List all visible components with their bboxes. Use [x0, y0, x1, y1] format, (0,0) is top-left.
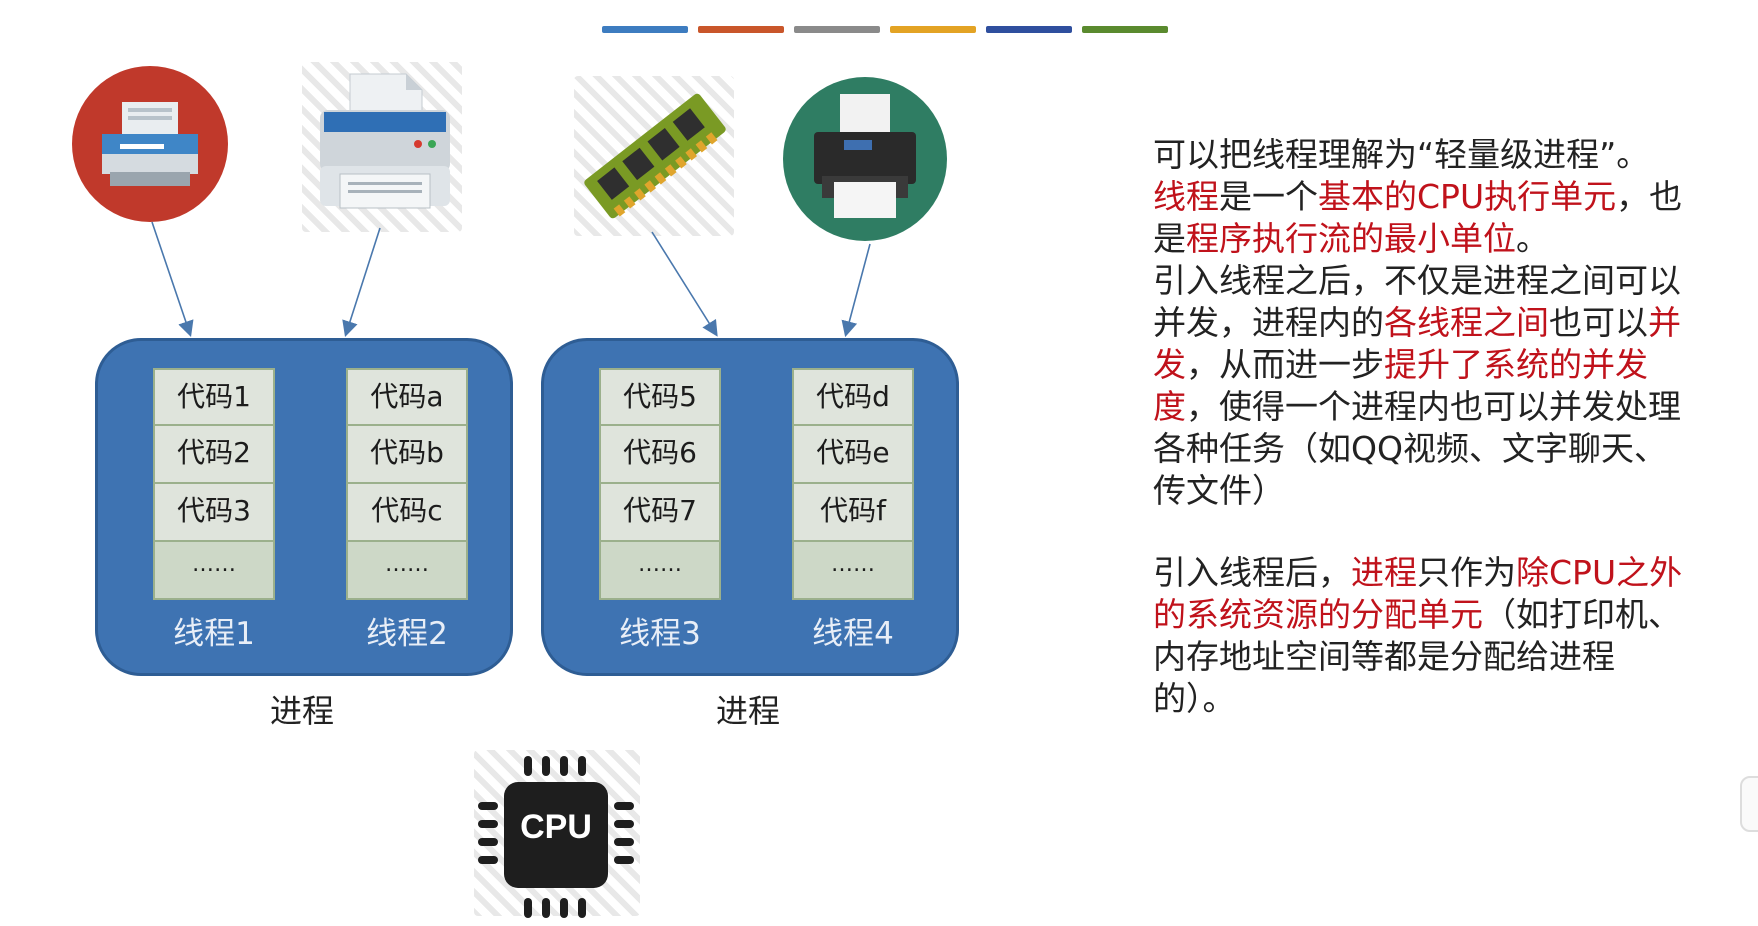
process-label-1: 进程: [270, 692, 335, 730]
process-label-2: 进程: [716, 692, 781, 730]
thread-2: 代码a 代码b 代码c …… 线程2: [346, 368, 468, 653]
top-bar-5: [986, 26, 1072, 33]
paragraph-concurrency: 引入线程之后，不仅是进程之间可以并发，进程内的各线程之间也可以并发，从而进一步提…: [1153, 260, 1693, 512]
code-cell: 代码a: [346, 368, 468, 426]
cpu-chip-icon: CPU: [476, 752, 646, 926]
code-cell: 代码e: [792, 426, 914, 484]
top-bar-3: [794, 26, 880, 33]
highlighted-text: 除CPU之外的系统资源的分配单元: [1153, 553, 1683, 634]
thread-label: 线程4: [812, 616, 894, 652]
highlighted-text: 线程: [1153, 177, 1219, 216]
thread-label: 线程1: [173, 616, 255, 652]
memory-module-icon: [570, 76, 740, 236]
body-text: ，从而进一步: [1186, 345, 1384, 384]
edge-tab[interactable]: [1740, 776, 1758, 832]
code-cell-ellipsis: ……: [346, 542, 468, 600]
thread-4: 代码d 代码e 代码f …… 线程4: [792, 368, 914, 653]
body-text: 只作为: [1417, 553, 1516, 592]
highlighted-text: 基本的CPU执行单元: [1318, 177, 1617, 216]
body-text: 引入线程后，: [1153, 553, 1351, 592]
photo-printer-icon: [782, 76, 948, 242]
arrow-fax-to-thread1: [151, 221, 194, 338]
paragraph-lightweight-process: 可以把线程理解为“轻量级进程”。: [1153, 135, 1650, 174]
code-cell: 代码d: [792, 368, 914, 426]
top-bar-6: [1082, 26, 1168, 33]
process-box-2: 代码5 代码6 代码7 …… 线程3 代码d 代码e 代码f …… 线程4: [541, 338, 959, 676]
explanation-panel: 可以把线程理解为“轻量级进程”。 线程是一个基本的CPU执行单元，也是程序执行流…: [1153, 134, 1693, 720]
thread-label: 线程2: [366, 616, 448, 652]
fax-machine-icon: [70, 64, 230, 224]
top-bar-4: [890, 26, 976, 33]
body-text: 。: [1516, 219, 1549, 258]
top-bar-1: [602, 26, 688, 33]
highlighted-text: 提升了系统的并发度: [1153, 345, 1648, 426]
code-cell: 代码f: [792, 484, 914, 542]
top-bar-2: [698, 26, 784, 33]
thread-label: 线程3: [619, 616, 701, 652]
paragraph-resource-allocation: 引入线程后，进程只作为除CPU之外的系统资源的分配单元（如打印机、内存地址空间等…: [1153, 552, 1693, 720]
printer-icon: [310, 70, 460, 228]
code-cell: 代码2: [153, 426, 275, 484]
body-text: 是一个: [1219, 177, 1318, 216]
arrow-printer-to-thread2: [342, 227, 381, 338]
code-cell: 代码6: [599, 426, 721, 484]
thread-1: 代码1 代码2 代码3 …… 线程1: [153, 368, 275, 653]
code-cell-ellipsis: ……: [153, 542, 275, 600]
body-text: （如打印机、内存地址空间等都是分配给进程的）。: [1153, 595, 1681, 718]
highlighted-text: 程序执行流的最小单位: [1186, 219, 1516, 258]
paragraph-thread-definition: 线程是一个基本的CPU执行单元，也是程序执行流的最小单位。: [1153, 176, 1693, 260]
highlighted-text: 进程: [1351, 553, 1417, 592]
code-cell: 代码5: [599, 368, 721, 426]
body-text: ，使得一个进程内也可以并发处理各种任务（如QQ视频、文字聊天、传文件）: [1153, 387, 1681, 510]
body-text: 引入线程之后，不仅是进程之间可以并发，进程内的: [1153, 261, 1681, 342]
cpu-label: CPU: [520, 808, 592, 846]
body-text: ，也是: [1153, 177, 1683, 258]
code-cell: 代码3: [153, 484, 275, 542]
highlighted-text: 并发: [1153, 303, 1681, 384]
arrow-memory-to-thread3: [651, 231, 718, 337]
body-text: 也可以: [1549, 303, 1648, 342]
thread-3: 代码5 代码6 代码7 …… 线程3: [599, 368, 721, 653]
process-box-1: 代码1 代码2 代码3 …… 线程1 代码a 代码b 代码c …… 线程2: [95, 338, 513, 676]
code-cell-ellipsis: ……: [792, 542, 914, 600]
code-cell: 代码7: [599, 484, 721, 542]
code-cell: 代码c: [346, 484, 468, 542]
arrow-photo-to-thread4: [841, 243, 871, 338]
code-cell-ellipsis: ……: [599, 542, 721, 600]
highlighted-text: 各线程之间: [1384, 303, 1549, 342]
code-cell: 代码b: [346, 426, 468, 484]
code-cell: 代码1: [153, 368, 275, 426]
